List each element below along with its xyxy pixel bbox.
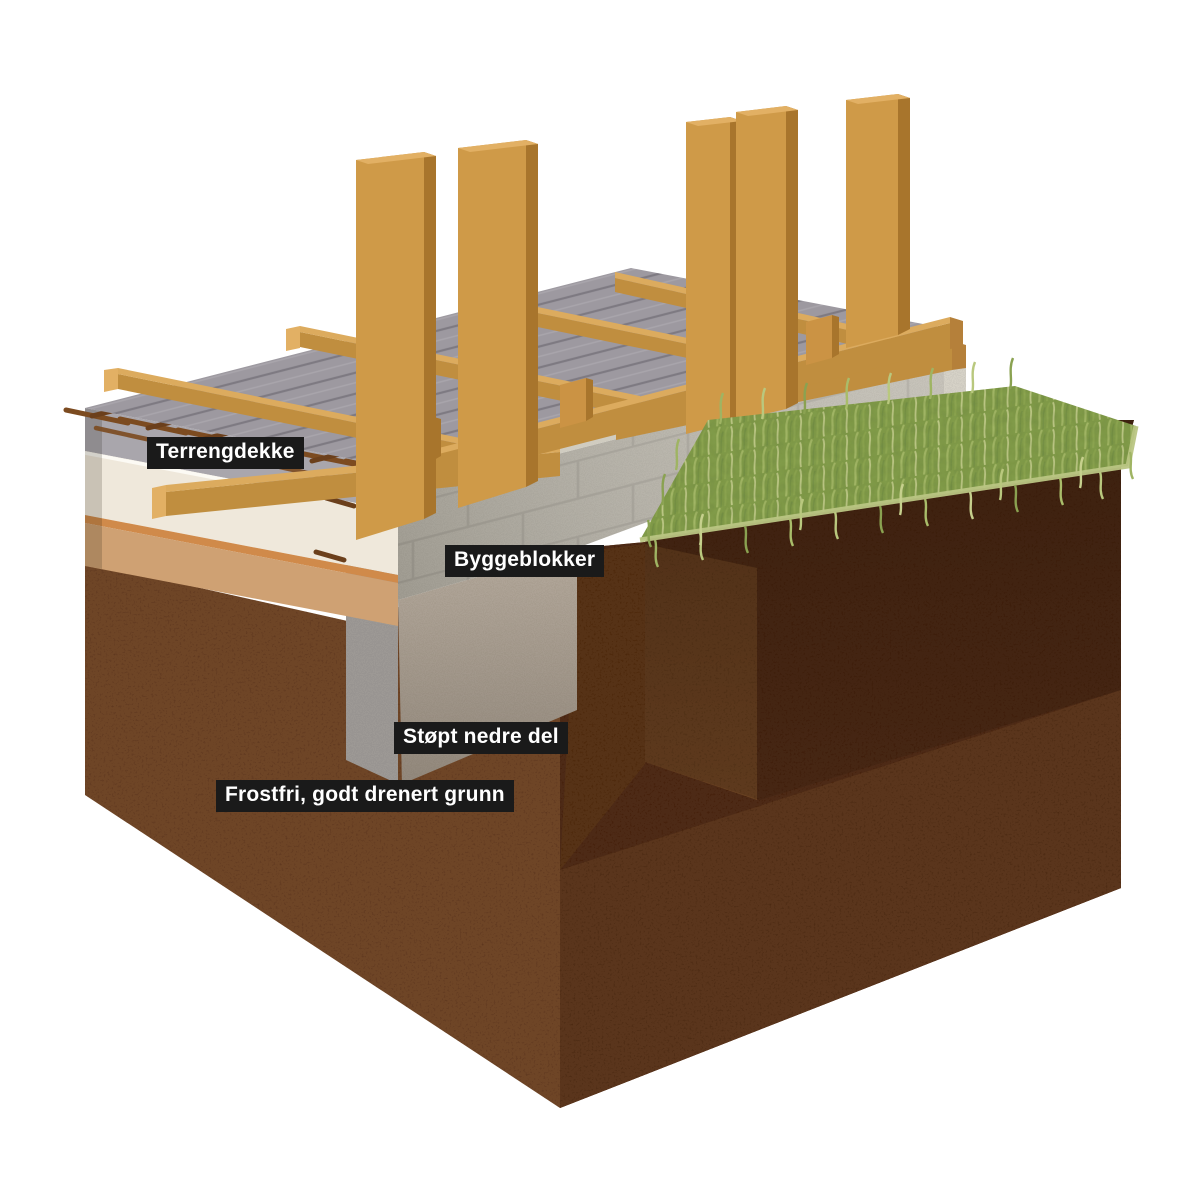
separation-strip <box>85 515 398 583</box>
wall-stud <box>846 94 910 348</box>
insulation-band <box>85 451 398 575</box>
blocking-stub <box>806 315 839 365</box>
label-terrengdekke: Terrengdekke <box>147 437 304 470</box>
blocking-stub <box>560 378 593 428</box>
label-stopt-nedre-del: Støpt nedre del <box>394 722 568 755</box>
turf <box>639 356 1139 569</box>
wall-stud <box>686 117 742 434</box>
soil-bottom-right-face <box>560 690 1121 1108</box>
wall-stud <box>736 106 798 421</box>
label-frostfri: Frostfri, godt drenert grunn <box>216 780 514 813</box>
floor-structure <box>85 94 966 540</box>
layer-end-shade <box>85 408 102 569</box>
label-byggeblokker: Byggeblokker <box>445 545 605 578</box>
wall-stud <box>356 152 436 540</box>
sand-band <box>85 523 398 626</box>
sod-edge <box>639 425 1139 543</box>
soil-terrace-face <box>560 544 645 870</box>
wall-stud <box>458 140 538 508</box>
wall-studs <box>356 94 910 540</box>
grass-patch <box>640 386 1136 540</box>
